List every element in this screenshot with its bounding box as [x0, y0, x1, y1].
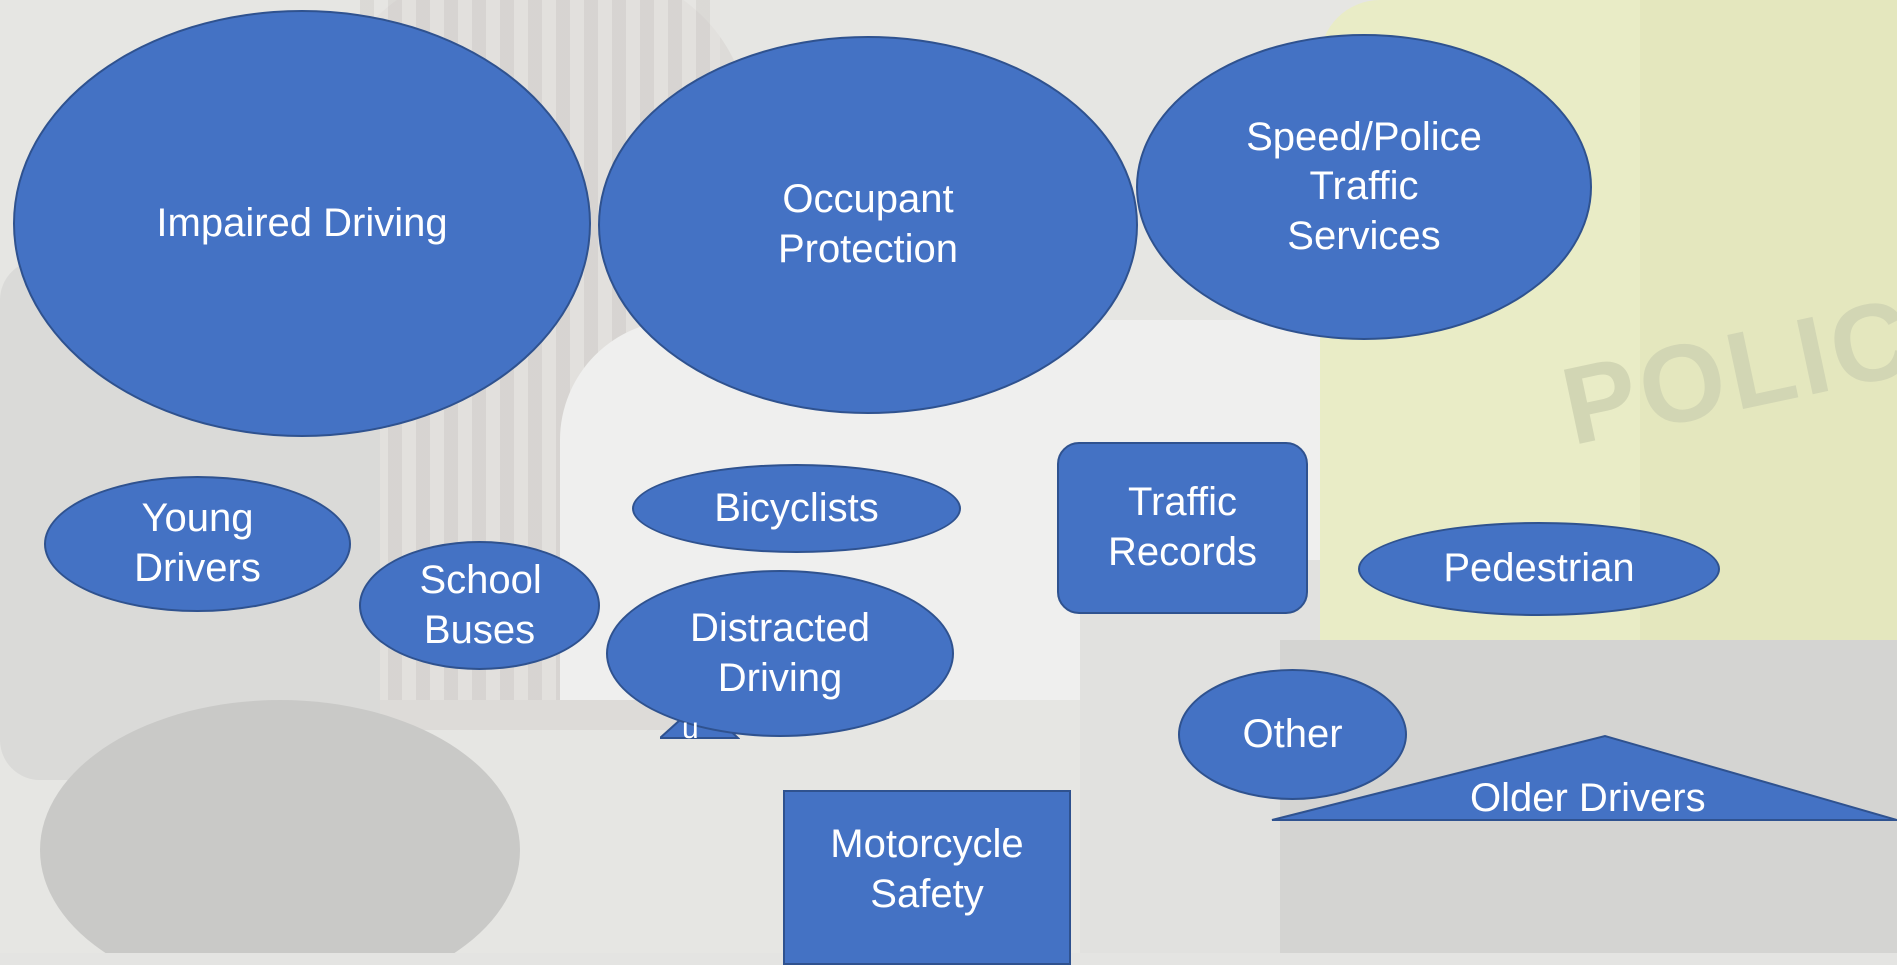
pedestrian-node[interactable]: Pedestrian	[1358, 522, 1720, 616]
traffic-records-node[interactable]: Traffic Records	[1057, 442, 1308, 614]
other-label: Other	[1242, 711, 1343, 756]
older-drivers-node[interactable]	[1270, 734, 1897, 822]
hidden-triangle-label: u	[682, 712, 699, 745]
bicyclists-node[interactable]: Bicyclists	[632, 464, 961, 553]
motorcycle-safety-label: Motorcycle Safety	[830, 822, 1024, 916]
occupant-protection-label: Occupant Protection	[777, 177, 959, 271]
young-drivers-node[interactable]: Young Drivers	[44, 476, 351, 612]
speed-police-traffic-services-node[interactable]: Speed/Police Traffic Services	[1136, 34, 1592, 340]
pedestrian-label: Pedestrian	[1443, 546, 1635, 591]
speed-police-label: Speed/Police Traffic Services	[1246, 114, 1482, 258]
bicyclists-label: Bicyclists	[714, 485, 879, 530]
occupant-protection-node[interactable]: Occupant Protection	[598, 36, 1138, 414]
distracted-driving-node[interactable]: Distracted Driving	[606, 570, 954, 737]
impaired-driving-node[interactable]: Impaired Driving	[13, 10, 591, 437]
young-drivers-label: Young Drivers	[134, 496, 261, 590]
school-buses-node[interactable]: School Buses	[359, 541, 600, 670]
impaired-driving-label: Impaired Driving	[156, 200, 448, 245]
distracted-driving-label: Distracted Driving	[689, 605, 871, 700]
other-node[interactable]: Other	[1178, 669, 1407, 800]
traffic-records-label: Traffic Records	[1108, 480, 1257, 574]
older-drivers-label: Older Drivers	[1470, 776, 1706, 820]
school-buses-label: School Buses	[419, 557, 542, 652]
motorcycle-safety-node[interactable]: Motorcycle Safety	[783, 790, 1071, 965]
